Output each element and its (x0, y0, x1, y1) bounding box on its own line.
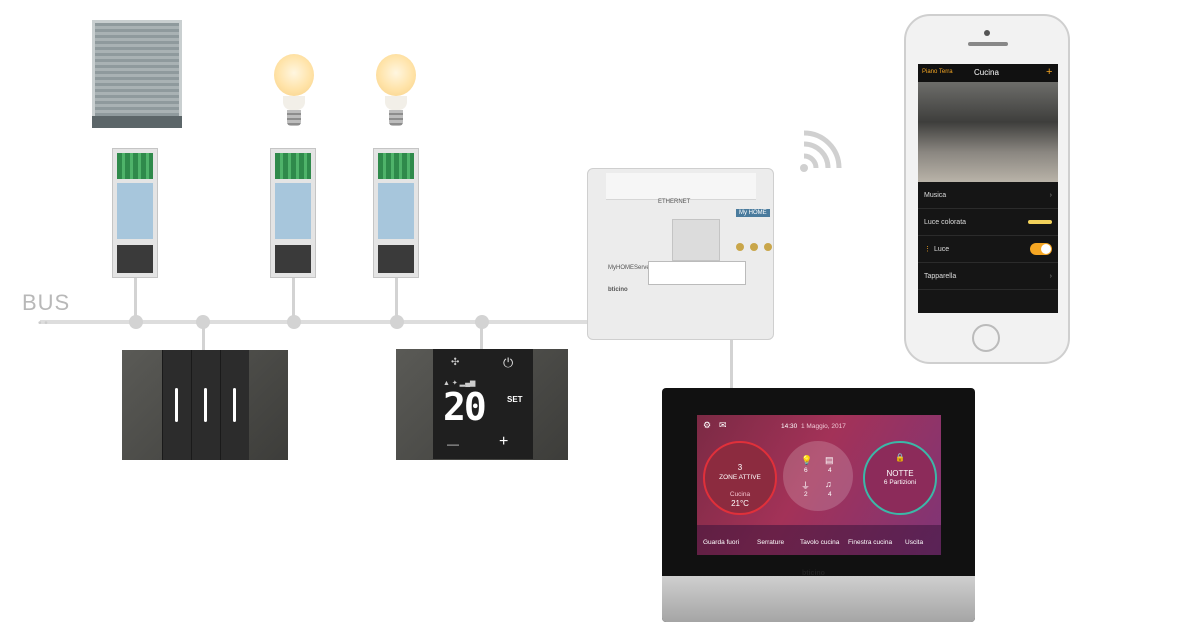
add-button[interactable]: + (1046, 66, 1052, 78)
power-icon[interactable]: ⏻ (503, 355, 513, 371)
row-tapparella[interactable]: Tapparella› (918, 263, 1058, 290)
bottom-bar: Guarda fuori Serrature Tavolo cucina Fin… (697, 525, 941, 555)
brand-label: bticino (608, 287, 628, 293)
row-luce[interactable]: ⋮Luce (918, 236, 1058, 263)
bottom-item-finestra-cucina[interactable]: Finestra cucina (848, 539, 892, 546)
bus-dots: • • (38, 318, 48, 329)
roller-shutter-base (92, 116, 182, 128)
back-button[interactable]: Piano Terra (922, 69, 953, 75)
color-slider[interactable] (1028, 220, 1052, 224)
speaker (968, 42, 1008, 46)
luce-toggle[interactable] (1030, 243, 1052, 255)
row-luce-colorata[interactable]: Luce colorata (918, 209, 1058, 236)
din-actuator-1 (112, 148, 158, 278)
plus-button[interactable]: + (499, 433, 508, 451)
bus-node (129, 315, 143, 329)
wall-switch-plate (122, 350, 288, 460)
lock-icon: 🔒 (865, 453, 935, 462)
status-led (764, 243, 772, 251)
mail-icon[interactable]: ✉ (719, 420, 727, 431)
light-bulb-1 (274, 54, 314, 126)
product-label (648, 261, 746, 285)
switch-key-3[interactable] (220, 350, 249, 460)
touch-screen-bezel: bticino (662, 576, 975, 622)
myhome-badge: My HOME (736, 209, 770, 217)
set-label: SET (507, 395, 523, 404)
minus-button[interactable]: — (447, 437, 459, 451)
roller-shutter-image (92, 20, 182, 128)
temperature-widget[interactable]: 3 ZONE ATTIVE Cucina 21°C (703, 441, 777, 515)
devices-widget[interactable]: 💡 6 ▤ 4 ⏚ 2 ♫ 4 (783, 441, 853, 511)
front-camera (984, 30, 990, 36)
bus-node (475, 315, 489, 329)
status-led (750, 243, 758, 251)
connector-touchscreen (730, 338, 733, 390)
kitchen-photo (918, 82, 1058, 182)
myhome-server-gateway: ETHERNET My HOME MyHOMEServer1 bticino (587, 168, 774, 340)
switch-key-2[interactable] (191, 350, 220, 460)
app-title: Cucina (974, 68, 999, 77)
thermostat: ✣ ⏻ ▲ ✦ ▂▄▆ 20 SET — + (433, 349, 533, 459)
bottom-item-guarda-fuori[interactable]: Guarda fuori (703, 539, 739, 546)
shutter-icon: ▤ (825, 455, 834, 466)
clock-date: 1 Maggio, 2017 (801, 423, 846, 430)
din-actuator-3 (373, 148, 419, 278)
lightbulb-icon: 💡 (801, 455, 812, 466)
din-actuator-2 (270, 148, 316, 278)
touch-screen-panel: ⚙ ✉ 14:30 1 Maggio, 2017 3 ZONE ATTIVE C… (662, 388, 975, 622)
bottom-item-serrature[interactable]: Serrature (757, 539, 784, 546)
touch-brand-label: bticino (802, 570, 825, 577)
app-screen: Piano Terra Cucina + Musica› Luce colora… (918, 64, 1058, 313)
clock-time: 14:30 (781, 423, 797, 430)
home-button[interactable] (972, 324, 1000, 352)
fan-icon[interactable]: ✣ (451, 357, 459, 368)
music-icon: ♫ (825, 479, 832, 489)
ethernet-label: ETHERNET (658, 199, 690, 205)
light-bulb-2 (376, 54, 416, 126)
switch-key-1[interactable] (162, 350, 191, 460)
status-led (736, 243, 744, 251)
bus-node (287, 315, 301, 329)
smartphone: Piano Terra Cucina + Musica› Luce colora… (904, 14, 1070, 364)
touch-screen-display: ⚙ ✉ 14:30 1 Maggio, 2017 3 ZONE ATTIVE C… (697, 415, 941, 555)
bottom-item-tavolo-cucina[interactable]: Tavolo cucina (800, 539, 839, 546)
bus-node (390, 315, 404, 329)
row-musica[interactable]: Musica› (918, 182, 1058, 209)
gear-icon[interactable]: ⚙ (703, 420, 711, 431)
ethernet-port (672, 219, 720, 261)
bottom-item-uscita[interactable]: Uscita (905, 539, 923, 546)
bus-line (40, 320, 600, 324)
app-header: Piano Terra Cucina + (918, 64, 1058, 82)
bus-node (196, 315, 210, 329)
alarm-widget[interactable]: 🔒 NOTTE 6 Partizioni (863, 441, 937, 515)
temperature-display: 20 (443, 385, 485, 429)
wifi-icon (796, 130, 842, 176)
bus-label: BUS (22, 290, 70, 316)
